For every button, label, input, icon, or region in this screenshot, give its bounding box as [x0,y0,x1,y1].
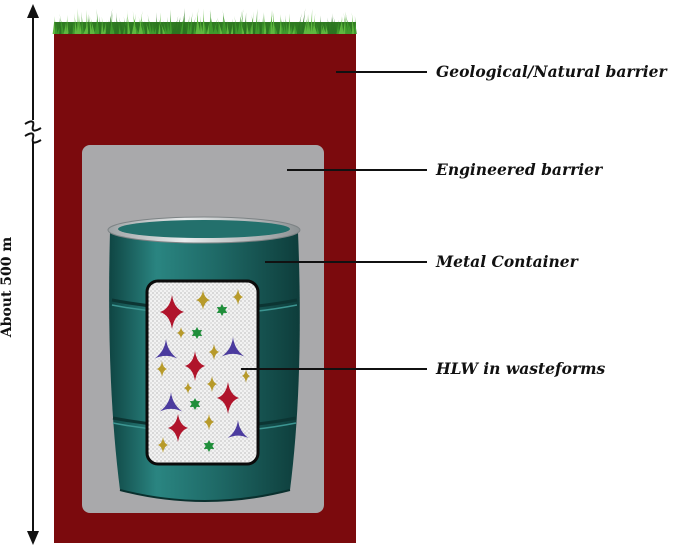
star-icon [184,382,192,394]
trident-icon [159,392,183,412]
star-icon [196,290,210,310]
leader-lines [241,71,427,370]
axis-break-mark [24,120,42,144]
depth-label: About 500 m [0,237,15,339]
trident-icon [227,420,249,438]
star-icon [203,440,215,452]
star-icon [168,414,188,442]
trident-icon [154,339,178,359]
star-icon [160,295,184,329]
label-metal-container: Metal Container [435,252,580,271]
star-icon [157,361,167,377]
trident-icon [221,337,245,357]
hlw-wasteform-panel [145,279,260,466]
star-icon [189,398,201,410]
label-geological-barrier: Geological/Natural barrier [436,62,669,81]
star-icon [207,376,217,392]
hlw-symbols [154,289,250,453]
star-icon [185,351,205,381]
depth-arrow [27,4,39,545]
star-icon [191,327,203,339]
star-icon [233,289,243,305]
label-hlw-wasteforms: HLW in wasteforms [435,359,606,378]
star-icon [209,344,219,360]
grass-icon [52,8,357,35]
star-icon [216,304,228,316]
star-icon [177,327,185,339]
star-icon [242,369,250,383]
star-icon [158,437,168,453]
star-icon [217,382,239,414]
star-icon [204,414,214,430]
label-engineered-barrier: Engineered barrier [435,160,604,179]
